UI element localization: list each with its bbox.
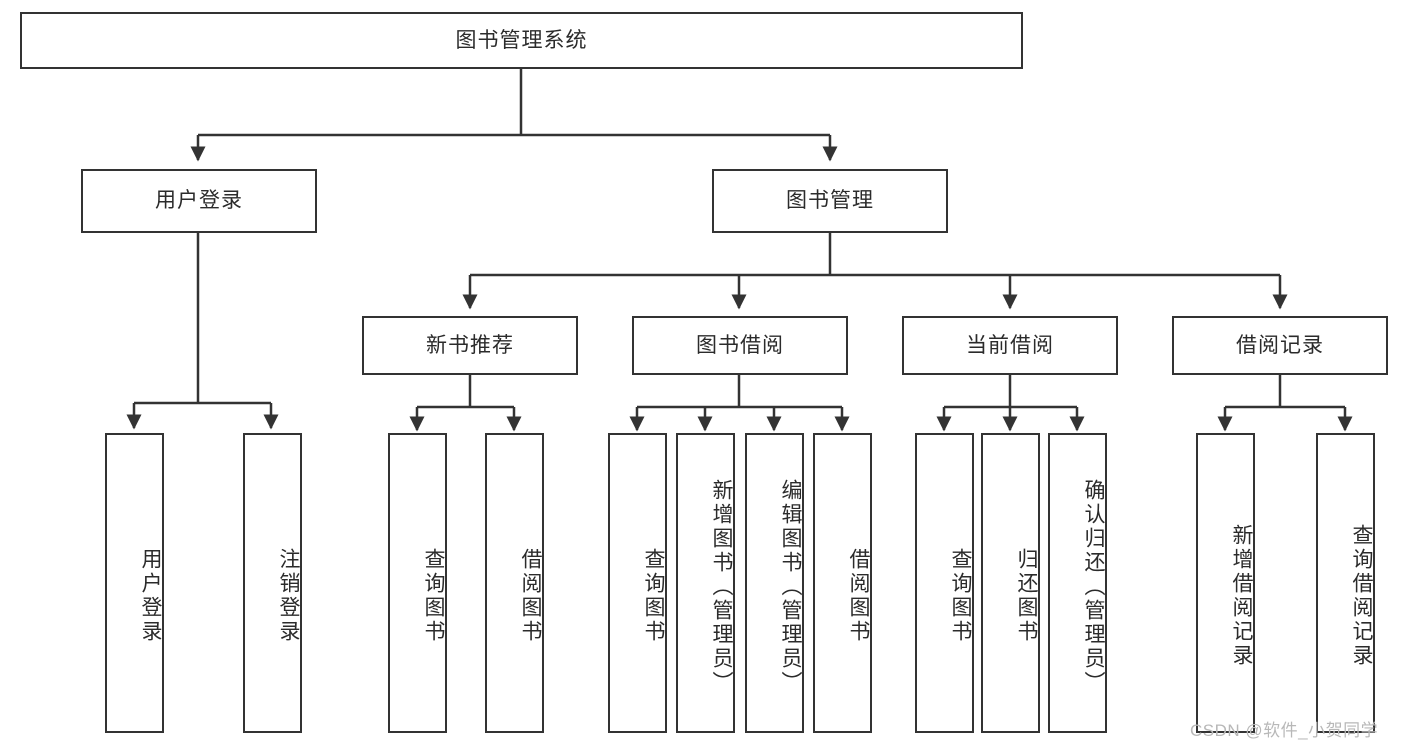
- node-leaf-edit-book[interactable]: 编辑图书（管理员）: [745, 433, 804, 733]
- node-label: 当前借阅: [966, 333, 1054, 357]
- csdn-watermark: CSDN @软件_小贺同学: [1190, 721, 1379, 740]
- node-label: 注销登录: [277, 548, 300, 644]
- node-label: 查询图书: [422, 548, 445, 644]
- node-label: 查询图书: [949, 548, 972, 644]
- node-leaf-query-book-3[interactable]: 查询图书: [915, 433, 974, 733]
- node-book-borrow[interactable]: 图书借阅: [632, 316, 848, 375]
- node-leaf-add-book[interactable]: 新增图书（管理员）: [676, 433, 735, 733]
- node-label: 查询图书: [642, 548, 665, 644]
- node-label: 归还图书: [1015, 548, 1038, 644]
- node-label: 新书推荐: [426, 333, 514, 357]
- node-label: 借阅记录: [1236, 333, 1324, 357]
- node-label: 图书管理系统: [455, 28, 588, 52]
- node-leaf-return-book[interactable]: 归还图书: [981, 433, 1040, 733]
- node-label: 图书借阅: [696, 333, 784, 357]
- node-label: 借阅图书: [519, 548, 542, 644]
- node-leaf-borrow-book-2[interactable]: 借阅图书: [813, 433, 872, 733]
- node-label: 查询借阅记录: [1350, 524, 1373, 668]
- node-book-manage[interactable]: 图书管理: [712, 169, 948, 233]
- node-leaf-query-book-2[interactable]: 查询图书: [608, 433, 667, 733]
- node-leaf-logout-login[interactable]: 注销登录: [243, 433, 302, 733]
- node-label: 确认归还（管理员）: [1082, 479, 1105, 695]
- node-label: 图书管理: [786, 189, 874, 213]
- node-label: 借阅图书: [847, 548, 870, 644]
- node-leaf-confirm-return[interactable]: 确认归还（管理员）: [1048, 433, 1107, 733]
- node-label: 编辑图书（管理员）: [779, 479, 802, 695]
- node-root-book-management-system[interactable]: 图书管理系统: [20, 12, 1023, 69]
- node-leaf-borrow-book-1[interactable]: 借阅图书: [485, 433, 544, 733]
- node-new-book-rec[interactable]: 新书推荐: [362, 316, 578, 375]
- node-user-login[interactable]: 用户登录: [81, 169, 317, 233]
- node-leaf-add-record[interactable]: 新增借阅记录: [1196, 433, 1255, 733]
- node-label: 新增图书（管理员）: [710, 479, 733, 695]
- node-label: 新增借阅记录: [1230, 524, 1253, 668]
- node-borrow-record[interactable]: 借阅记录: [1172, 316, 1388, 375]
- node-leaf-query-book-1[interactable]: 查询图书: [388, 433, 447, 733]
- node-current-borrow[interactable]: 当前借阅: [902, 316, 1118, 375]
- node-label: 用户登录: [139, 548, 162, 644]
- node-label: 用户登录: [155, 189, 243, 213]
- node-leaf-query-record[interactable]: 查询借阅记录: [1316, 433, 1375, 733]
- node-leaf-user-login[interactable]: 用户登录: [105, 433, 164, 733]
